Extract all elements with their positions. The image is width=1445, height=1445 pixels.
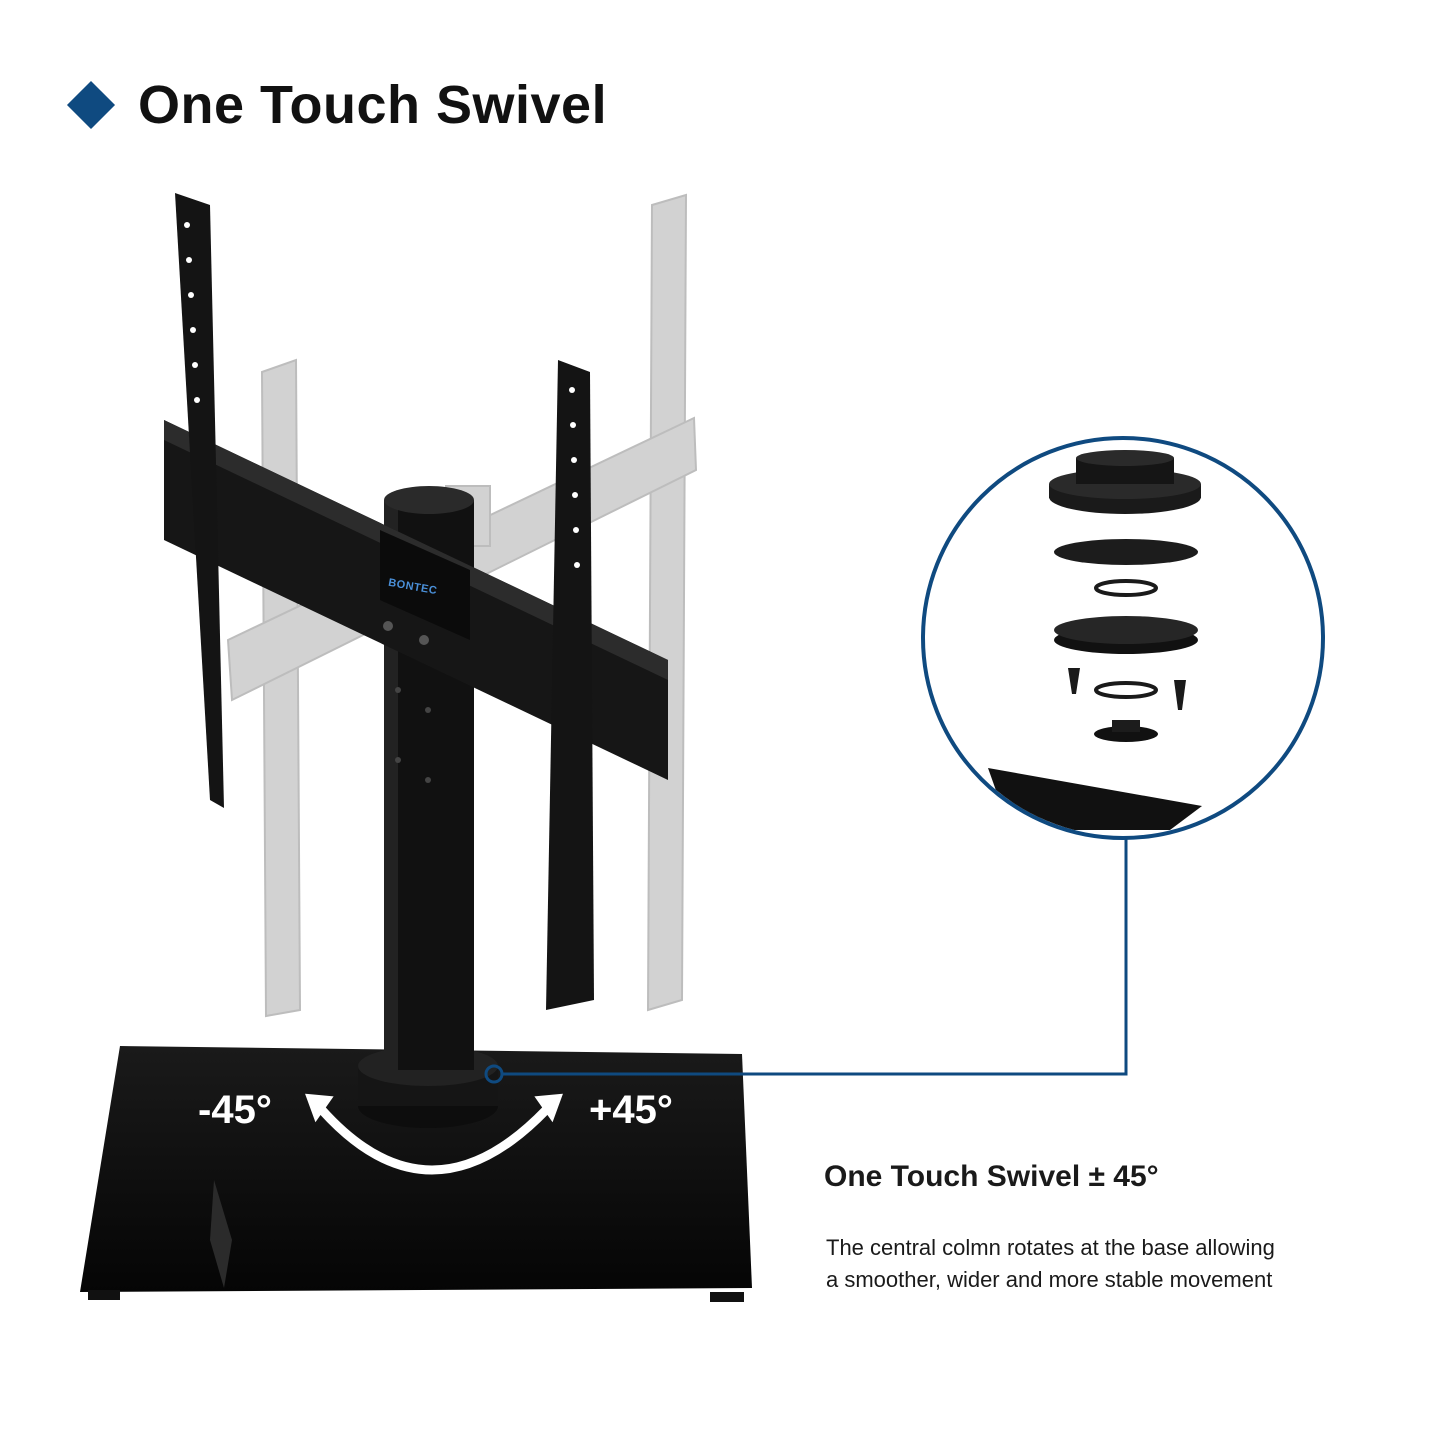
bracket-right (546, 360, 594, 1010)
curved-double-arrow-icon (305, 1093, 563, 1175)
feature-description-line: The central colmn rotates at the base al… (826, 1235, 1275, 1260)
exploded-view (921, 436, 1325, 840)
page-header: One Touch Swivel (66, 70, 607, 140)
feature-description-line: a smoother, wider and more stable moveme… (826, 1267, 1273, 1292)
feature-description: The central colmn rotates at the base al… (826, 1232, 1386, 1296)
bracket-left (175, 193, 224, 808)
screw-left (1068, 668, 1080, 694)
lower-bushing (1094, 720, 1158, 742)
bearing-plate (1054, 616, 1198, 654)
base-plate-detail (988, 768, 1202, 830)
swivel-cap (1049, 450, 1201, 514)
page-title: One Touch Swivel (138, 75, 608, 135)
angle-right-label: +45° (589, 1088, 673, 1132)
callout-line (484, 836, 1128, 1084)
top-plate (1054, 539, 1198, 565)
screw-right (1174, 680, 1186, 710)
base-foot-left (88, 1290, 120, 1300)
crossbar (164, 420, 668, 780)
base-foot-right (710, 1292, 744, 1302)
base-reflection (210, 1180, 232, 1288)
washer-2 (1094, 681, 1158, 699)
feature-title: One Touch Swivel ± 45° (824, 1160, 1159, 1193)
ghost-bracket-left (260, 358, 302, 1018)
washer-1 (1094, 579, 1158, 597)
angle-left-label: -45° (198, 1088, 272, 1132)
ghost-bracket-right (646, 193, 688, 1012)
